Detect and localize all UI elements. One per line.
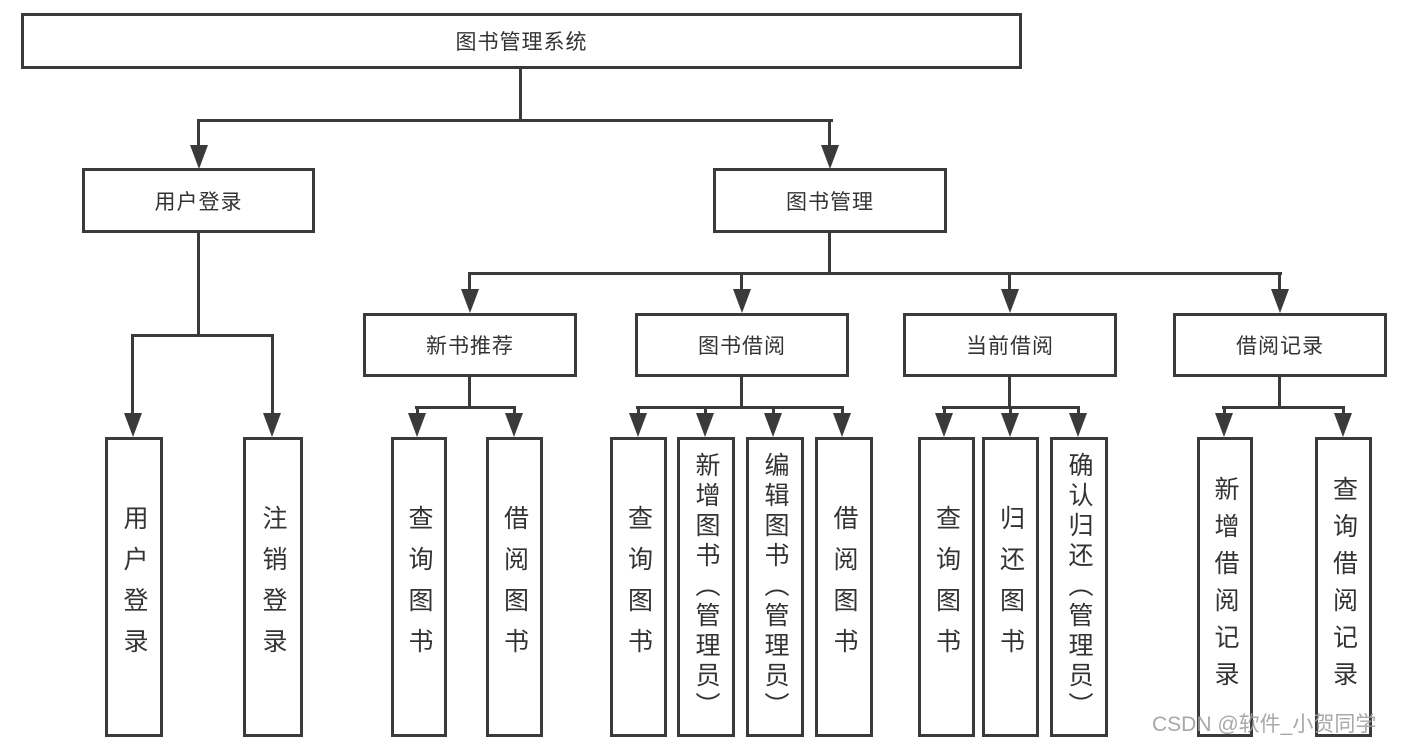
- connector-line: [1278, 376, 1281, 409]
- arrow-down-icon: [764, 413, 782, 437]
- connector-line: [1009, 406, 1012, 418]
- connector-line: [828, 232, 831, 275]
- arrow-down-icon: [1215, 413, 1233, 437]
- node-label: 用户登录: [154, 190, 243, 214]
- arrow-down-icon: [1001, 413, 1019, 437]
- connector-line: [1223, 406, 1226, 418]
- arrow-down-icon: [408, 413, 426, 437]
- leaf-user-login: 用户登录: [105, 437, 163, 737]
- connector-line: [271, 334, 274, 416]
- arrow-down-icon: [505, 413, 523, 437]
- arrow-down-icon: [821, 145, 839, 169]
- leaf-recommend-query-book: 查询图书: [391, 437, 447, 737]
- connector-line: [740, 272, 743, 294]
- arrow-down-icon: [629, 413, 647, 437]
- leaf-recommend-borrow-book: 借阅图书: [486, 437, 543, 737]
- connector-line: [1008, 376, 1011, 409]
- leaf-current-query-book: 查询图书: [918, 437, 975, 737]
- node-label: 注销登录: [259, 505, 287, 669]
- arrow-down-icon: [935, 413, 953, 437]
- node-book-management-group: 图书管理: [713, 168, 947, 233]
- connector-line: [197, 232, 200, 337]
- connector-line: [416, 406, 419, 418]
- node-label: 新增图书（管理员）: [692, 452, 720, 722]
- connector-line: [740, 376, 743, 409]
- node-new-book-recommend: 新书推荐: [363, 313, 577, 377]
- node-label: 当前借阅: [966, 335, 1054, 358]
- csdn-watermark: CSDN @软件_小贺同学: [1152, 713, 1377, 736]
- arrow-down-icon: [733, 289, 751, 313]
- leaf-edit-book-admin: 编辑图书（管理员）: [746, 437, 804, 737]
- connector-line: [1222, 406, 1345, 409]
- connector-line: [772, 406, 775, 418]
- arrow-down-icon: [124, 413, 142, 437]
- connector-line: [468, 272, 1282, 275]
- arrow-down-icon: [696, 413, 714, 437]
- node-current-borrow: 当前借阅: [903, 313, 1117, 377]
- node-label: 查询借阅记录: [1329, 476, 1358, 698]
- connector-line: [636, 406, 844, 409]
- node-user-login-group: 用户登录: [82, 168, 315, 233]
- leaf-return-book: 归还图书: [982, 437, 1039, 737]
- connector-line: [1342, 406, 1345, 418]
- node-book-borrow: 图书借阅: [635, 313, 849, 377]
- node-label: 新书推荐: [426, 335, 514, 358]
- connector-line: [943, 406, 946, 418]
- node-label: 借阅记录: [1236, 335, 1324, 358]
- node-library-management-system: 图书管理系统: [21, 13, 1022, 69]
- node-label: 图书管理: [786, 190, 874, 214]
- leaf-logout: 注销登录: [243, 437, 303, 737]
- node-label: 借阅图书: [500, 505, 529, 669]
- node-label: 图书管理系统: [455, 31, 588, 54]
- connector-line: [704, 406, 707, 418]
- connector-line: [519, 68, 522, 122]
- node-label: 新增借阅记录: [1211, 476, 1239, 698]
- connector-line: [197, 119, 200, 149]
- arrow-down-icon: [1271, 289, 1289, 313]
- leaf-borrow-book: 借阅图书: [815, 437, 873, 737]
- connector-line: [1278, 272, 1281, 294]
- connector-line: [1008, 272, 1011, 294]
- arrow-down-icon: [461, 289, 479, 313]
- leaf-confirm-return-admin: 确认归还（管理员）: [1050, 437, 1108, 737]
- arrow-down-icon: [1069, 413, 1087, 437]
- connector-line: [513, 406, 516, 418]
- connector-line: [131, 334, 134, 416]
- arrow-down-icon: [190, 145, 208, 169]
- connector-line: [197, 119, 833, 122]
- node-label: 查询图书: [405, 505, 433, 669]
- connector-line: [637, 406, 640, 418]
- node-label: 用户登录: [120, 505, 148, 669]
- connector-line: [841, 406, 844, 418]
- connector-line: [415, 406, 516, 409]
- node-label: 编辑图书（管理员）: [761, 452, 789, 722]
- node-borrow-records: 借阅记录: [1173, 313, 1387, 377]
- arrow-down-icon: [263, 413, 281, 437]
- node-label: 查询图书: [932, 505, 961, 669]
- leaf-add-book-admin: 新增图书（管理员）: [677, 437, 735, 737]
- leaf-borrow-query-book: 查询图书: [610, 437, 667, 737]
- node-label: 图书借阅: [698, 335, 786, 358]
- node-label: 借阅图书: [830, 505, 858, 669]
- node-label: 归还图书: [996, 505, 1025, 669]
- connector-line: [828, 119, 831, 149]
- arrow-down-icon: [1334, 413, 1352, 437]
- connector-line: [468, 376, 471, 409]
- leaf-add-borrow-record: 新增借阅记录: [1197, 437, 1253, 737]
- arrow-down-icon: [1001, 289, 1019, 313]
- connector-line: [131, 334, 274, 337]
- node-label: 确认归还（管理员）: [1065, 452, 1093, 722]
- node-label: 查询图书: [624, 505, 653, 669]
- connector-line: [468, 272, 471, 294]
- connector-line: [1077, 406, 1080, 418]
- arrow-down-icon: [833, 413, 851, 437]
- leaf-query-borrow-record: 查询借阅记录: [1315, 437, 1372, 737]
